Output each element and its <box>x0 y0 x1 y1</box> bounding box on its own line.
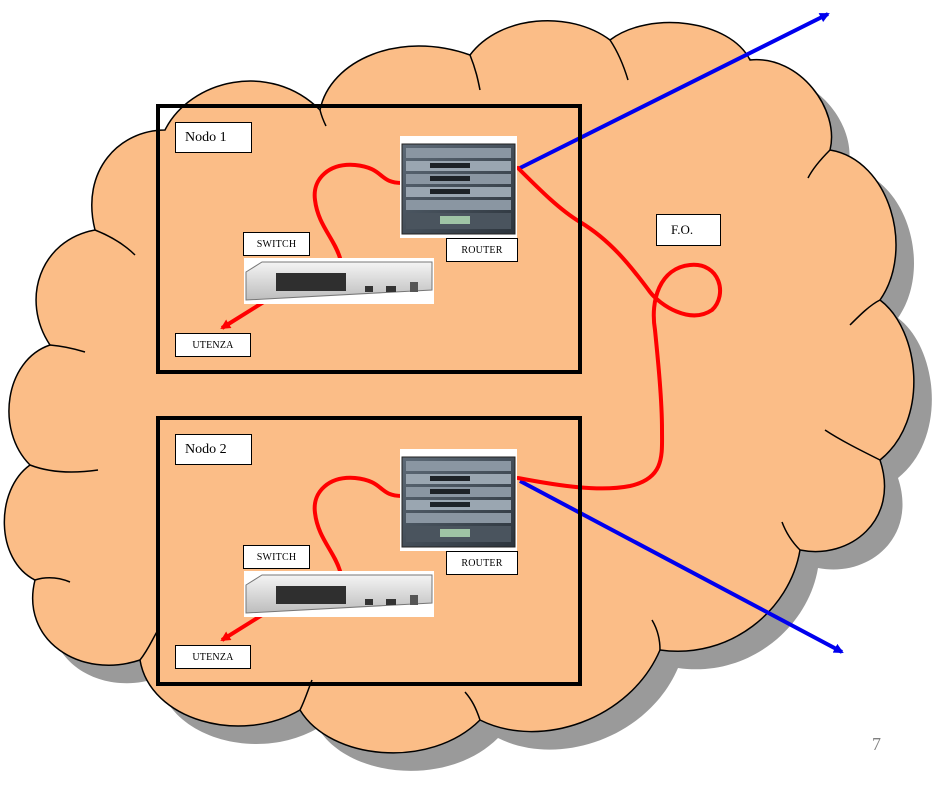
cable-switch-router-2 <box>312 475 404 573</box>
page-number: 7 <box>872 734 881 754</box>
switch-label-node2: SWITCH <box>243 545 310 569</box>
node-1-title: Nodo 1 <box>175 122 252 153</box>
fiber-optic-label: F.O. <box>656 214 721 246</box>
node-1-box <box>156 104 582 374</box>
user-label-node1: UTENZA <box>175 333 251 357</box>
uplink-arrow-node1 <box>519 12 830 170</box>
router-device-icon <box>400 449 517 551</box>
cloud-contour-arcs <box>29 39 881 721</box>
node-2-box <box>156 416 582 686</box>
router-label-node2: ROUTER <box>446 551 518 575</box>
cable-switch-router-1 <box>312 162 404 260</box>
node-2-title: Nodo 2 <box>175 434 252 465</box>
fiber-optic-link <box>516 166 722 491</box>
switch-label-node1: SWITCH <box>243 232 310 256</box>
router-device-icon <box>400 136 517 238</box>
user-label-node2: UTENZA <box>175 645 251 669</box>
switch-device-icon <box>244 258 434 304</box>
uplink-arrow-node2 <box>519 479 844 654</box>
switch-device-icon <box>244 571 434 617</box>
router-label-node1: ROUTER <box>446 238 518 262</box>
